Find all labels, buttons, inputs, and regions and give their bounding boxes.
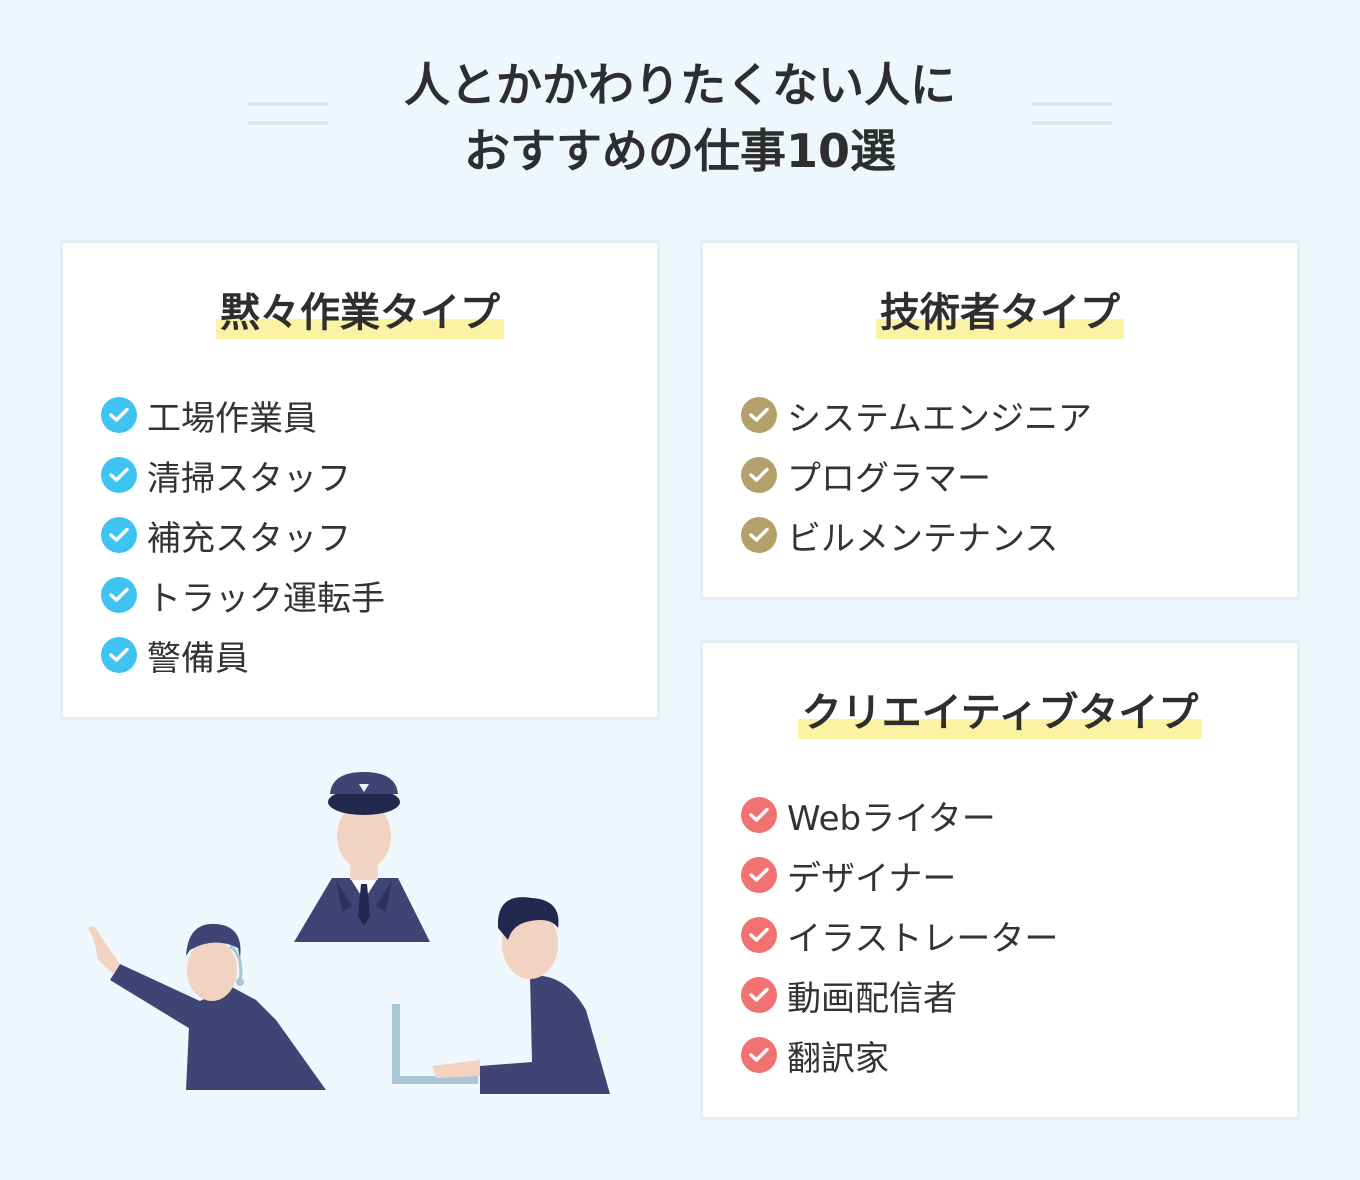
list-item-label: トラック運転手 xyxy=(147,578,385,619)
list-item: プログラマー xyxy=(741,445,1092,505)
check-circle-icon xyxy=(741,797,777,833)
list-item-label: デザイナー xyxy=(787,858,957,899)
list-item-label: プログラマー xyxy=(787,458,991,499)
page-title-line1: 人とかかわりたくない人に xyxy=(404,58,956,112)
card-title-text: 黙々作業タイプ xyxy=(216,287,504,339)
page-title: 人とかかわりたくない人に おすすめの仕事10選 xyxy=(0,52,1360,184)
list-item-label: 工場作業員 xyxy=(147,398,317,439)
list-item-label: システムエンジニア xyxy=(787,398,1092,439)
list-item: イラストレーター xyxy=(741,905,1058,965)
check-circle-icon xyxy=(741,977,777,1013)
card-title-text: クリエイティブタイプ xyxy=(797,687,1203,739)
list-item-label: 翻訳家 xyxy=(787,1038,889,1079)
list-item: 動画配信者 xyxy=(741,965,1058,1025)
list-item: システムエンジニア xyxy=(741,385,1092,445)
list-item-label: Webライター xyxy=(787,798,996,839)
security-guard-figure xyxy=(294,772,430,942)
job-list: Webライター デザイナー イラストレーター 動画配信者 翻訳家 xyxy=(741,785,1058,1085)
desk-worker-figure xyxy=(392,897,610,1094)
list-item: デザイナー xyxy=(741,845,1058,905)
list-item: 工場作業員 xyxy=(101,385,385,445)
factory-worker-figure xyxy=(88,923,326,1090)
list-item-label: 補充スタッフ xyxy=(147,518,351,559)
check-circle-icon xyxy=(101,637,137,673)
list-item: 補充スタッフ xyxy=(101,505,385,565)
check-circle-icon xyxy=(741,517,777,553)
check-circle-icon xyxy=(741,457,777,493)
card-creative: クリエイティブタイプ Webライター デザイナー イラストレーター 動画配信者 xyxy=(700,640,1300,1120)
check-circle-icon xyxy=(741,857,777,893)
list-item-label: ビルメンテナンス xyxy=(787,518,1059,559)
list-item: 清掃スタッフ xyxy=(101,445,385,505)
job-list: 工場作業員 清掃スタッフ 補充スタッフ トラック運転手 警備員 xyxy=(101,385,385,685)
list-item-label: 清掃スタッフ xyxy=(147,458,351,499)
list-item-label: イラストレーター xyxy=(787,918,1059,959)
list-item: Webライター xyxy=(741,785,1058,845)
list-item: ビルメンテナンス xyxy=(741,505,1092,565)
check-circle-icon xyxy=(101,457,137,493)
list-item: 翻訳家 xyxy=(741,1025,1058,1085)
card-title: 黙々作業タイプ xyxy=(63,287,657,339)
title-decoration-right-top xyxy=(1032,102,1112,106)
card-title: 技術者タイプ xyxy=(703,287,1297,339)
title-decoration-left-top xyxy=(248,102,328,106)
card-title-text: 技術者タイプ xyxy=(876,287,1124,339)
title-decoration-left-bottom xyxy=(248,121,328,125)
page-title-line2: おすすめの仕事10選 xyxy=(463,124,896,178)
list-item: 警備員 xyxy=(101,625,385,685)
list-item-label: 警備員 xyxy=(147,638,249,679)
check-circle-icon xyxy=(741,1037,777,1073)
list-item-label: 動画配信者 xyxy=(787,978,957,1019)
check-circle-icon xyxy=(101,577,137,613)
card-silent-work: 黙々作業タイプ 工場作業員 清掃スタッフ 補充スタッフ トラック運転手 xyxy=(60,240,660,720)
list-item: トラック運転手 xyxy=(101,565,385,625)
check-circle-icon xyxy=(101,517,137,553)
card-title: クリエイティブタイプ xyxy=(703,687,1297,739)
check-circle-icon xyxy=(101,397,137,433)
check-circle-icon xyxy=(741,917,777,953)
title-decoration-right-bottom xyxy=(1032,121,1112,125)
workers-illustration xyxy=(88,772,610,1094)
check-circle-icon xyxy=(741,397,777,433)
card-engineer: 技術者タイプ システムエンジニア プログラマー ビルメンテナンス xyxy=(700,240,1300,600)
job-list: システムエンジニア プログラマー ビルメンテナンス xyxy=(741,385,1092,565)
